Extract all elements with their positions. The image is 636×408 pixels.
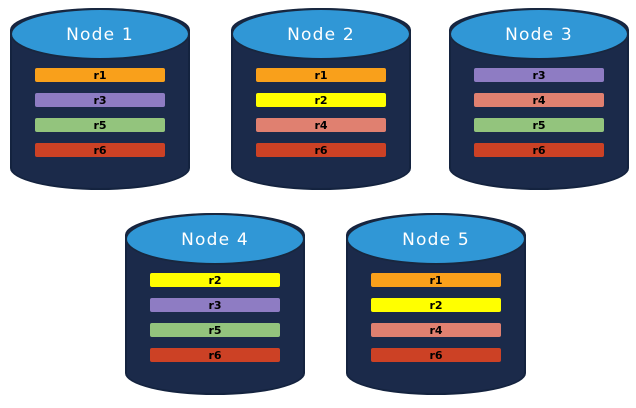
replica-label: r1 xyxy=(93,68,107,82)
replica-bar[interactable]: r6 xyxy=(256,143,386,157)
replica-label: r5 xyxy=(208,323,222,337)
replica-bar[interactable]: r5 xyxy=(150,323,280,337)
replica-list: r1 r2 r4 r6 xyxy=(231,68,411,157)
cylinder-top-ellipse: Node 3 xyxy=(449,8,629,60)
database-node-cylinder[interactable]: Node 2 r1 r2 r4 r6 xyxy=(231,8,411,190)
replica-label: r6 xyxy=(208,348,222,362)
replica-label: r4 xyxy=(314,118,328,132)
replica-label: r1 xyxy=(314,68,328,82)
replica-label: r5 xyxy=(93,118,107,132)
replica-bar[interactable]: r6 xyxy=(371,348,501,362)
replica-list: r2 r3 r5 r6 xyxy=(125,273,305,362)
replica-label: r6 xyxy=(93,143,107,157)
replica-label: r3 xyxy=(208,298,222,312)
replica-label: r4 xyxy=(429,323,443,337)
cylinder-top-ellipse: Node 5 xyxy=(346,213,526,265)
replica-list: r1 r3 r5 r6 xyxy=(10,68,190,157)
replica-bar[interactable]: r3 xyxy=(150,298,280,312)
database-node-cylinder[interactable]: Node 4 r2 r3 r5 r6 xyxy=(125,213,305,395)
replica-label: r3 xyxy=(532,68,546,82)
node-label: Node 3 xyxy=(505,25,573,45)
replica-bar[interactable]: r2 xyxy=(256,93,386,107)
replica-bar[interactable]: r5 xyxy=(35,118,165,132)
cylinder-top-ellipse: Node 4 xyxy=(125,213,305,265)
replica-bar[interactable]: r2 xyxy=(150,273,280,287)
replica-label: r5 xyxy=(532,118,546,132)
database-node-cylinder[interactable]: Node 5 r1 r2 r4 r6 xyxy=(346,213,526,395)
node-label: Node 4 xyxy=(181,230,249,250)
replica-label: r2 xyxy=(208,273,222,287)
replica-label: r4 xyxy=(532,93,546,107)
replica-list: r3 r4 r5 r6 xyxy=(449,68,629,157)
cylinder-top-ellipse: Node 1 xyxy=(10,8,190,60)
replica-bar[interactable]: r1 xyxy=(371,273,501,287)
replica-bar[interactable]: r1 xyxy=(35,68,165,82)
replica-bar[interactable]: r6 xyxy=(474,143,604,157)
replica-bar[interactable]: r4 xyxy=(371,323,501,337)
replica-bar[interactable]: r4 xyxy=(474,93,604,107)
node-label: Node 5 xyxy=(402,230,470,250)
replica-bar[interactable]: r4 xyxy=(256,118,386,132)
replica-list: r1 r2 r4 r6 xyxy=(346,273,526,362)
replica-bar[interactable]: r3 xyxy=(474,68,604,82)
replica-label: r1 xyxy=(429,273,443,287)
replica-label: r2 xyxy=(314,93,328,107)
cylinder-top-ellipse: Node 2 xyxy=(231,8,411,60)
replica-label: r6 xyxy=(532,143,546,157)
node-label: Node 2 xyxy=(287,25,355,45)
replica-bar[interactable]: r5 xyxy=(474,118,604,132)
node-label: Node 1 xyxy=(66,25,134,45)
replica-bar[interactable]: r6 xyxy=(35,143,165,157)
replica-label: r6 xyxy=(314,143,328,157)
replica-bar[interactable]: r6 xyxy=(150,348,280,362)
database-node-cylinder[interactable]: Node 1 r1 r3 r5 r6 xyxy=(10,8,190,190)
database-node-cylinder[interactable]: Node 3 r3 r4 r5 r6 xyxy=(449,8,629,190)
replica-label: r2 xyxy=(429,298,443,312)
replica-bar[interactable]: r2 xyxy=(371,298,501,312)
replica-bar[interactable]: r1 xyxy=(256,68,386,82)
replica-label: r6 xyxy=(429,348,443,362)
replica-label: r3 xyxy=(93,93,107,107)
replica-bar[interactable]: r3 xyxy=(35,93,165,107)
